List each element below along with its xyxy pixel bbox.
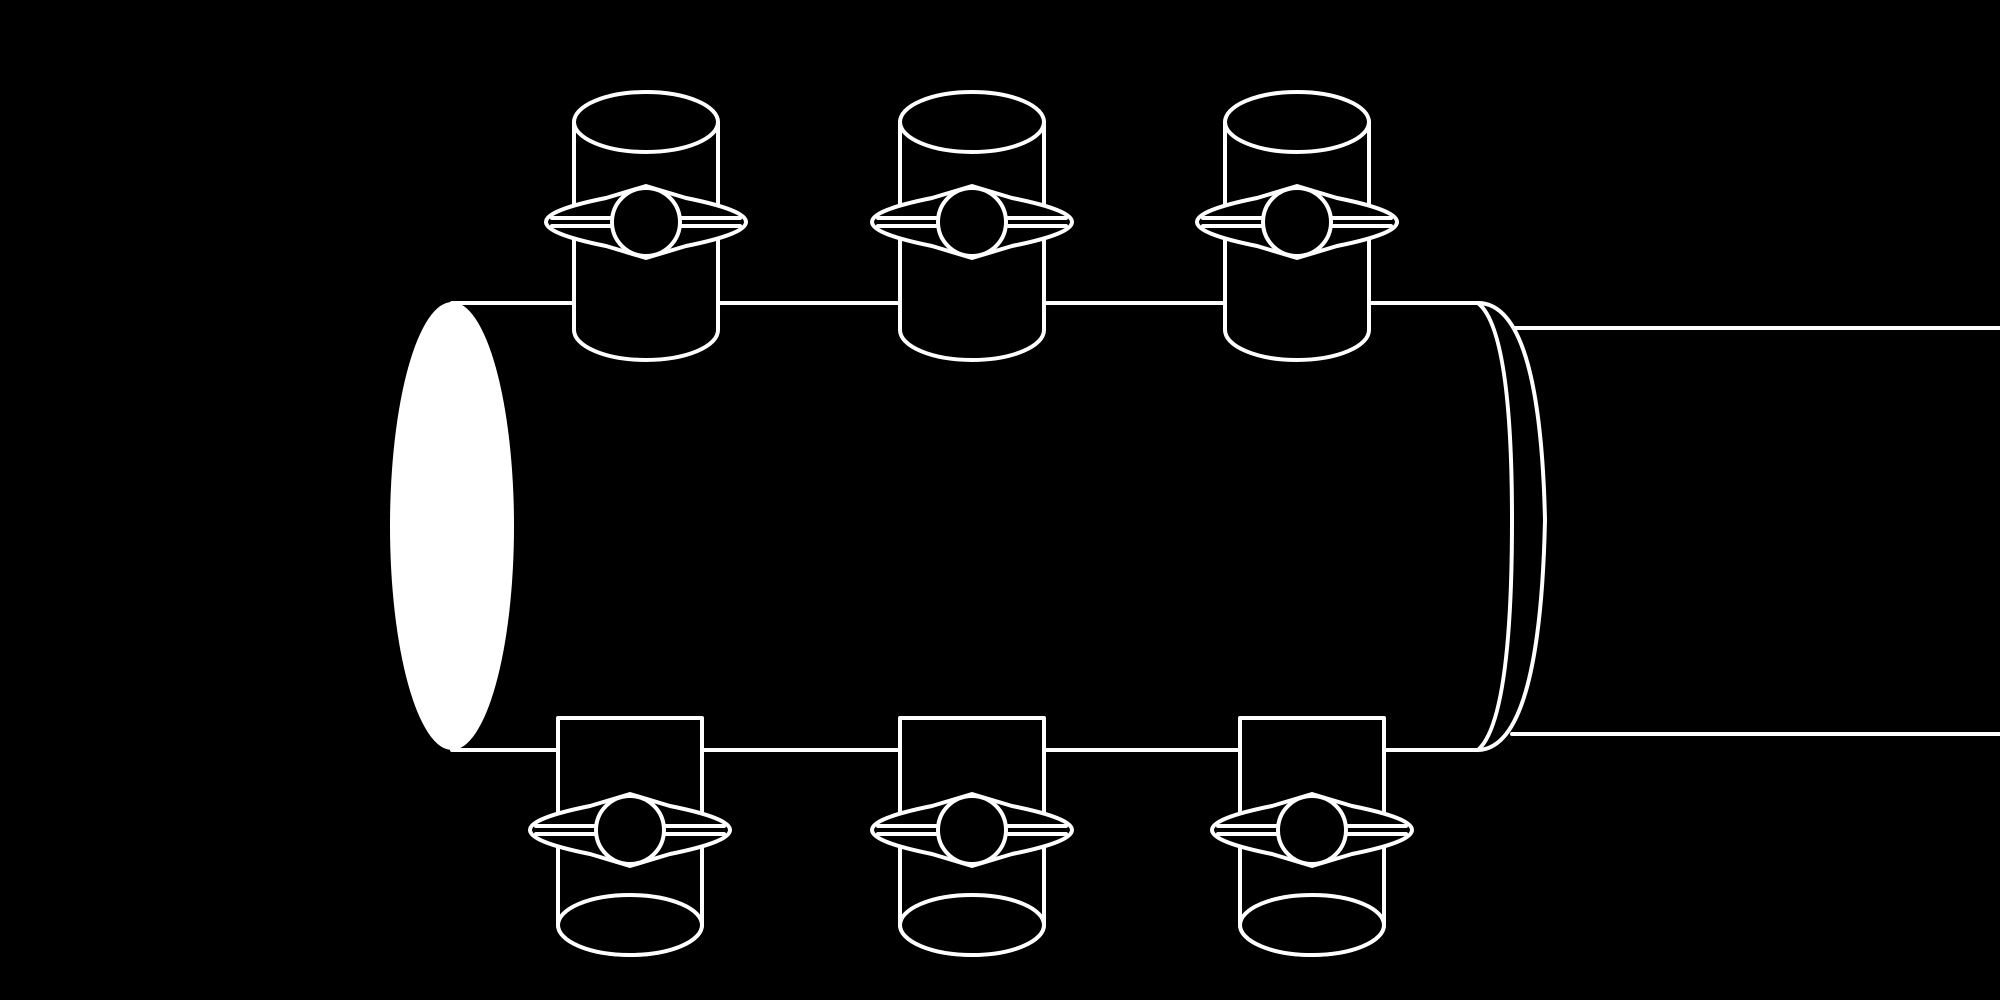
peg-knob <box>594 794 666 866</box>
peg-knob <box>610 186 682 258</box>
top-tuning-peg-3 <box>1195 90 1399 362</box>
headstock-body <box>450 301 1547 752</box>
peg-knob <box>1261 186 1333 258</box>
headstock-end-cap <box>390 302 514 750</box>
peg-cap <box>1223 90 1371 154</box>
top-tuning-peg-1 <box>544 90 748 362</box>
bottom-tuning-peg-1 <box>528 716 732 957</box>
peg-cap <box>572 90 720 154</box>
peg-knob <box>936 186 1008 258</box>
end-cap-ellipse <box>390 302 514 750</box>
peg-cap <box>1238 893 1386 957</box>
top-tuning-peg-2 <box>870 90 1074 362</box>
peg-cap <box>898 90 1046 154</box>
neck <box>1510 326 2000 736</box>
tuning-pegs <box>528 90 1414 957</box>
bottom-tuning-peg-3 <box>1210 716 1414 957</box>
peg-cap <box>898 893 1046 957</box>
peg-knob <box>936 794 1008 866</box>
bottom-tuning-peg-2 <box>870 716 1074 957</box>
peg-cap <box>556 893 704 957</box>
peg-knob <box>1276 794 1348 866</box>
